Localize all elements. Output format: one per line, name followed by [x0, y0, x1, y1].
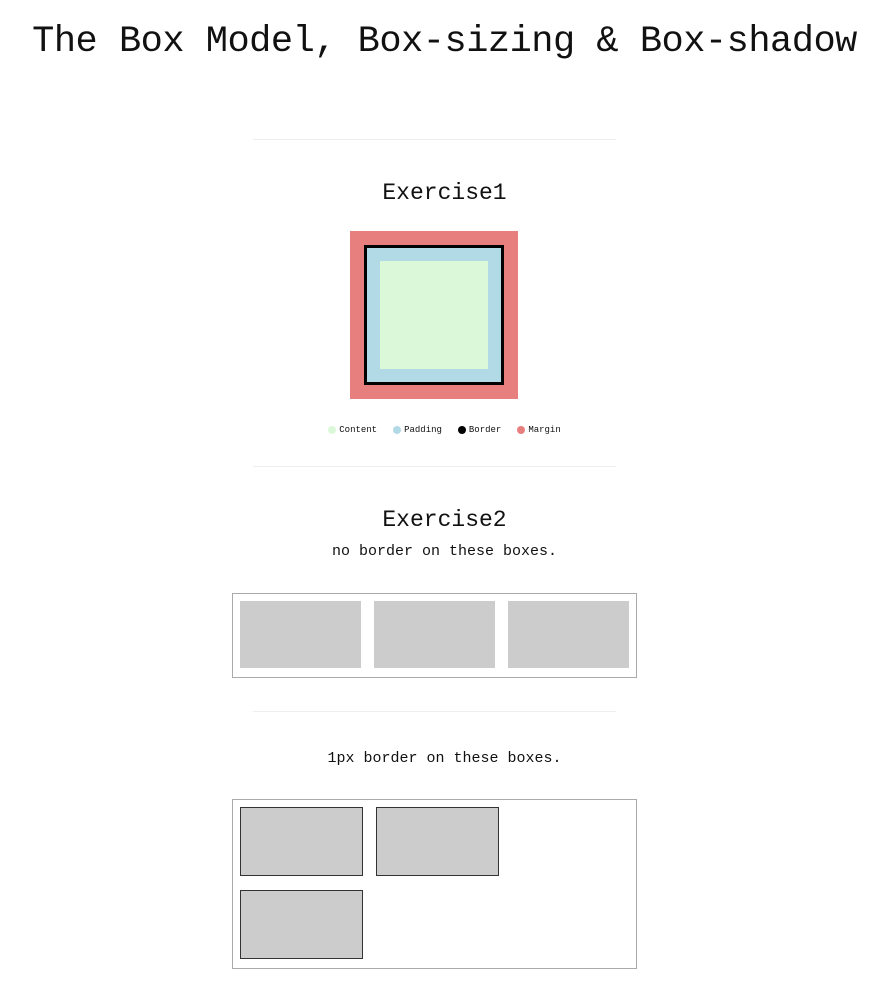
margin-dot-icon [517, 426, 526, 434]
no-border-caption: no border on these boxes. [331, 543, 558, 560]
content-dot-icon [328, 426, 337, 434]
legend-item-margin: Margin [517, 424, 561, 436]
gray-box-bordered [376, 807, 499, 876]
legend-label: Padding [404, 425, 442, 435]
divider [253, 711, 616, 712]
box-model-legend: Content Padding Border Margin [0, 424, 889, 436]
divider [253, 139, 616, 140]
legend-item-content: Content [328, 424, 377, 436]
exercise1-heading: Exercise1 [382, 180, 507, 206]
content-area [380, 261, 488, 369]
gray-box [508, 601, 629, 668]
gray-box-bordered [240, 890, 363, 959]
border-dot-icon [457, 426, 466, 434]
exercise2-heading: Exercise2 [382, 507, 507, 533]
page-title: The Box Model, Box-sizing & Box-shadow [32, 21, 857, 63]
legend-label: Content [339, 425, 378, 435]
bordered-box-container [232, 799, 637, 969]
gray-box [240, 601, 361, 668]
gray-box [374, 601, 495, 668]
divider [253, 466, 616, 467]
gray-box-bordered [240, 807, 363, 876]
legend-label: Border [468, 425, 502, 435]
legend-item-border: Border [457, 424, 502, 436]
border-caption: 1px border on these boxes. [327, 750, 562, 767]
no-border-box-container [232, 593, 637, 678]
legend-item-padding: Padding [393, 424, 442, 436]
legend-label: Margin [528, 425, 561, 435]
padding-dot-icon [393, 426, 402, 434]
